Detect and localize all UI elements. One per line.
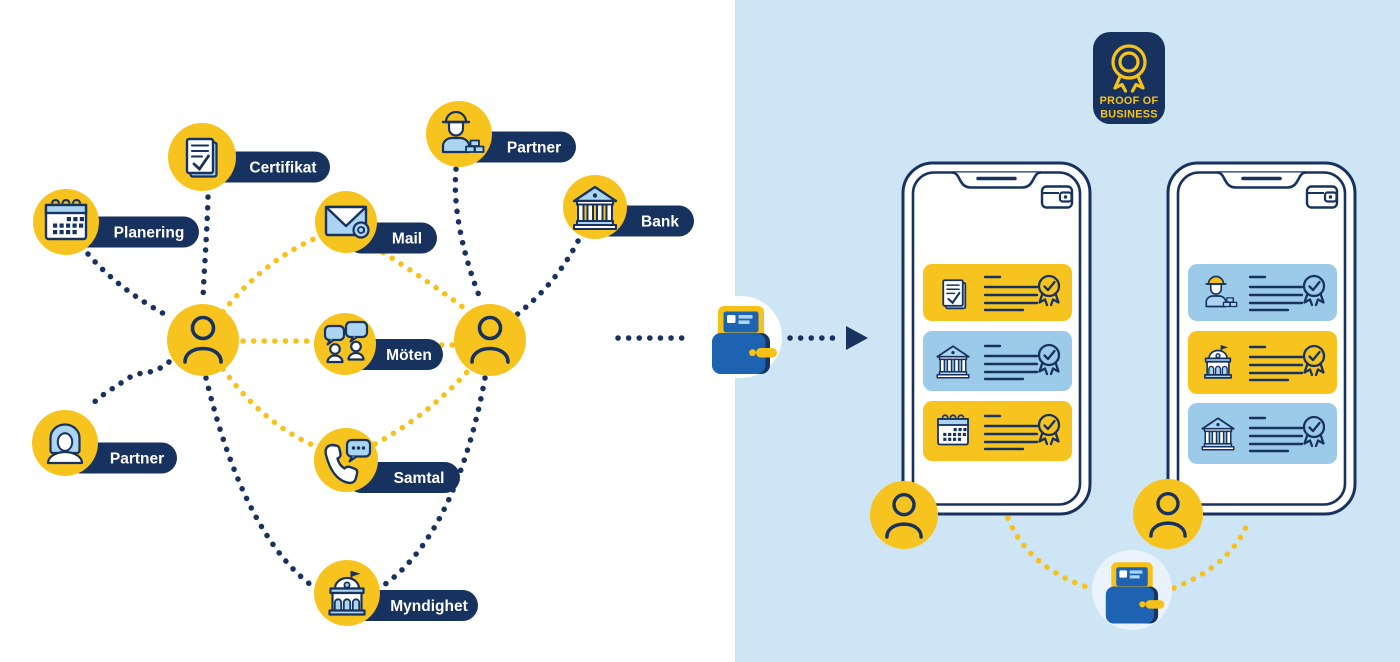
connector-planering-person: [85, 251, 171, 319]
certificate-document-icon: [185, 137, 218, 178]
badge-line2: BUSINESS: [1100, 109, 1158, 121]
node-label: Partner: [110, 451, 164, 468]
credential-card: [1188, 403, 1337, 464]
connector-person-myndighet-left: [203, 375, 314, 588]
credential-card: [923, 331, 1072, 391]
certificate-document-icon: [942, 279, 967, 310]
phone-owner-left: [870, 481, 938, 549]
connector-samtal-person: [372, 368, 471, 447]
node-circles: [32, 101, 627, 626]
node-label: Planering: [114, 225, 185, 242]
node-label: Certifikat: [249, 160, 316, 177]
phone-1: [903, 163, 1090, 514]
node-label: Mail: [392, 231, 422, 248]
node-label: Partner: [507, 140, 561, 157]
calendar-icon: [44, 198, 88, 241]
connector-person-myndighet-right: [381, 375, 488, 588]
envelope-icon: [324, 205, 370, 239]
phone-owner-right: [1133, 479, 1203, 549]
connector-person-samtal: [220, 366, 320, 450]
phone-2: [1168, 163, 1355, 514]
hub-person-right: [454, 304, 526, 376]
connector-phone1-wallet: [1005, 515, 1093, 591]
credential-card: [1188, 331, 1337, 394]
badge-line1: PROOF OF: [1100, 95, 1159, 107]
calendar-icon: [937, 414, 969, 446]
credential-card: [1188, 264, 1337, 321]
proof-of-business-badge: PROOF OF BUSINESS: [1093, 32, 1165, 124]
credential-card: [923, 264, 1072, 321]
wallet-exchange: [1005, 515, 1252, 630]
transfer-flow: [615, 296, 868, 378]
connector-person-partner-woman: [86, 359, 172, 411]
arrow-right-icon: [846, 326, 868, 350]
node-label: Myndighet: [390, 598, 468, 615]
woman-icon: [46, 423, 84, 465]
hub-person-left: [167, 304, 239, 376]
connector-person-mail: [220, 235, 319, 315]
node-planering: Planering: [66, 216, 199, 248]
node-pills: Planering Certifikat Mail Partner Bank M…: [65, 131, 694, 621]
node-myndighet: Myndighet: [347, 590, 478, 621]
credential-card: [923, 401, 1072, 461]
node-label: Samtal: [394, 470, 445, 487]
navy-dotted-connectors: [85, 166, 581, 588]
node-label: Möten: [386, 347, 432, 364]
node-label: Bank: [641, 214, 679, 231]
connector-certifikat-person: [200, 194, 211, 303]
connector-bank-person: [512, 238, 581, 319]
connector-wallet-phone2: [1171, 517, 1252, 591]
